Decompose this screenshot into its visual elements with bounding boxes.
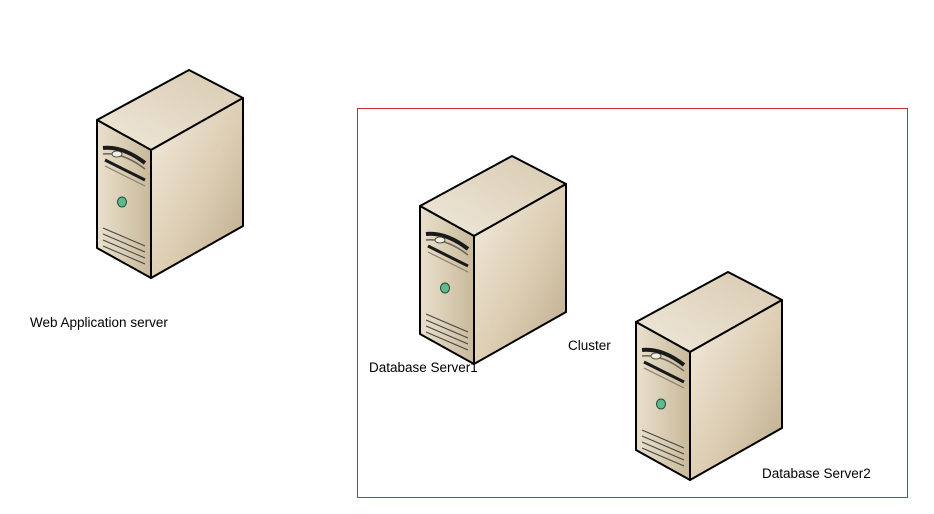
database-server1-icon [418,154,568,366]
database-server2-label: Database Server2 [762,466,871,481]
database-server2-icon [634,270,784,482]
database-server1-label: Database Server1 [369,360,478,375]
web-application-server-label: Web Application server [30,315,168,330]
cluster-label: Cluster [568,338,611,353]
web-application-server-icon [95,68,245,280]
cluster-boundary [357,108,908,498]
